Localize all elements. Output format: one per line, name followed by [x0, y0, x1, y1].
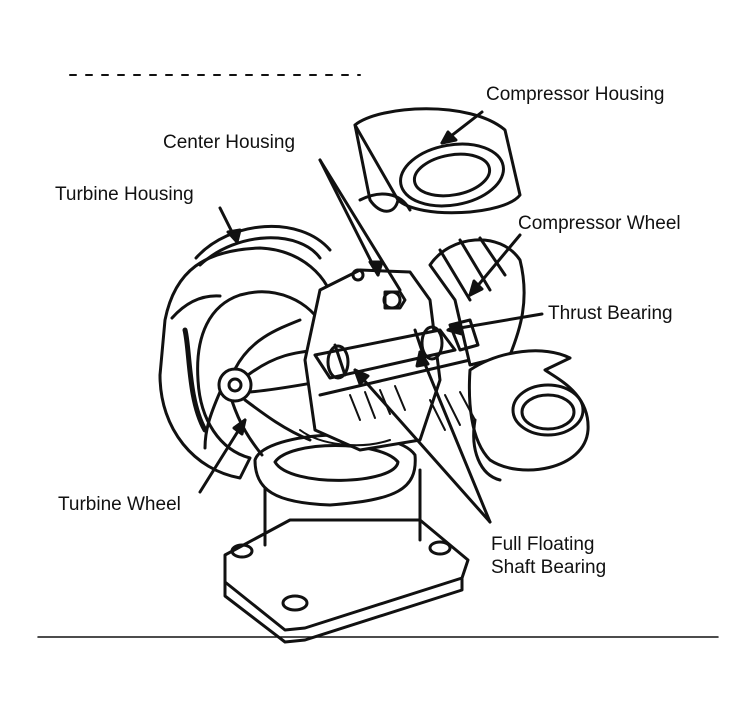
- cutaway-hatching: [299, 385, 476, 447]
- leader-lines: [198, 110, 544, 524]
- label-shaft-bearing-line1: Full Floating: [491, 534, 595, 555]
- compressor-housing-shape: [353, 107, 522, 215]
- label-turbine-housing: Turbine Housing: [55, 184, 194, 205]
- outlet-flange: [223, 468, 470, 644]
- shaft-bearing-shape: [313, 325, 472, 397]
- label-compressor-housing: Compressor Housing: [486, 84, 665, 105]
- label-thrust-bearing: Thrust Bearing: [548, 303, 673, 324]
- compressor-outlet-shape: [467, 349, 590, 482]
- turbine-housing-shape: [158, 224, 337, 480]
- label-turbine-wheel: Turbine Wheel: [58, 494, 181, 515]
- label-shaft-bearing-line2: Shaft Bearing: [491, 557, 607, 578]
- turbine-wheel-shape: [203, 318, 332, 457]
- turbine-outlet: [253, 433, 417, 507]
- label-compressor-wheel: Compressor Wheel: [518, 213, 681, 234]
- label-center-housing: Center Housing: [163, 132, 296, 153]
- compressor-volute-shape: [428, 236, 526, 367]
